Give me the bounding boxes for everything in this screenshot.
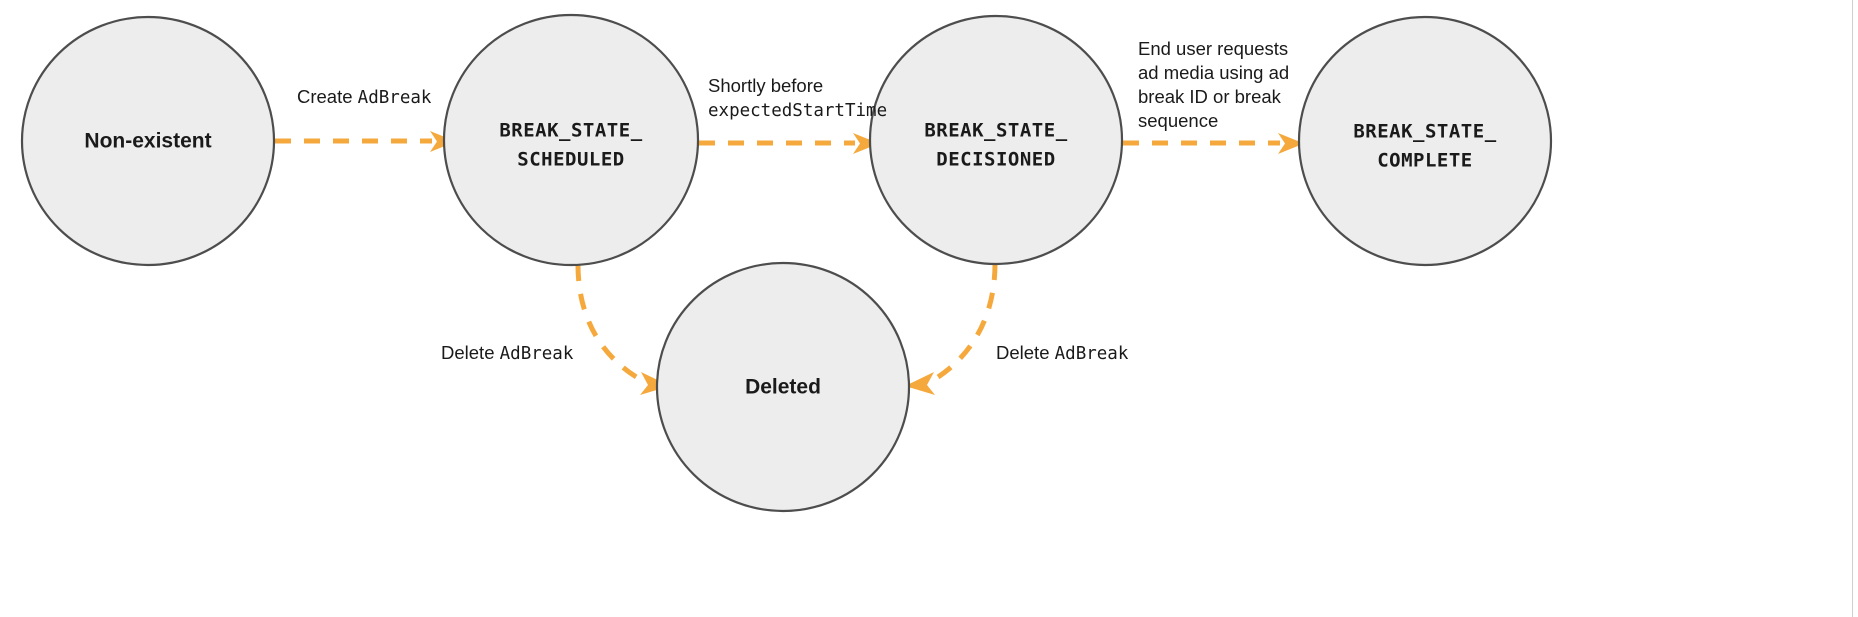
node-break-state-complete-shape[interactable] [1297,15,1553,267]
node-break-state-complete[interactable]: BREAK_STATE_ COMPLETE [1297,15,1553,267]
edge-delete-from-scheduled-arrowhead [640,372,670,395]
edge-label-delete-from-scheduled: Delete AdBreak [441,342,574,364]
node-break-state-scheduled-label-line1: BREAK_STATE_ [499,120,642,142]
right-edge-divider [1852,0,1853,617]
node-deleted-shape[interactable] [655,261,911,513]
node-break-state-scheduled-shape[interactable] [442,13,700,267]
node-break-state-scheduled-label-line2: SCHEDULED [517,149,624,171]
edge-delete-from-decisioned-arrowhead [905,372,935,395]
node-break-state-scheduled[interactable]: BREAK_STATE_ SCHEDULED [442,13,700,267]
edge-delete-from-decisioned [905,263,998,395]
node-break-state-decisioned-label-line1: BREAK_STATE_ [924,120,1067,142]
node-break-state-decisioned-shape[interactable] [868,14,1124,266]
edge-delete-from-scheduled [575,264,670,395]
node-break-state-complete-label-line2: COMPLETE [1377,150,1473,172]
node-deleted[interactable]: Deleted [655,261,911,513]
edge-end-user-requests-arrowhead [1278,133,1304,154]
node-non-existent-label: Non-existent [84,130,211,153]
edge-create-adbreak [275,131,456,152]
node-break-state-complete-label-line1: BREAK_STATE_ [1353,121,1496,143]
edge-end-user-requests [1123,133,1304,154]
edge-label-delete-from-decisioned: Delete AdBreak [996,342,1129,364]
edge-label-create-adbreak: Create AdBreak [297,86,432,108]
node-deleted-label: Deleted [745,376,821,399]
edge-delete-from-scheduled-line [575,264,647,385]
edge-shortly-before-arrowhead [853,133,879,154]
node-non-existent-shape[interactable] [20,15,276,267]
node-break-state-decisioned-label-line2: DECISIONED [936,149,1055,171]
edge-delete-from-decisioned-line [928,263,998,385]
edge-shortly-before [699,133,879,154]
node-break-state-decisioned[interactable]: BREAK_STATE_ DECISIONED [868,14,1124,266]
node-non-existent[interactable]: Non-existent [20,15,276,267]
